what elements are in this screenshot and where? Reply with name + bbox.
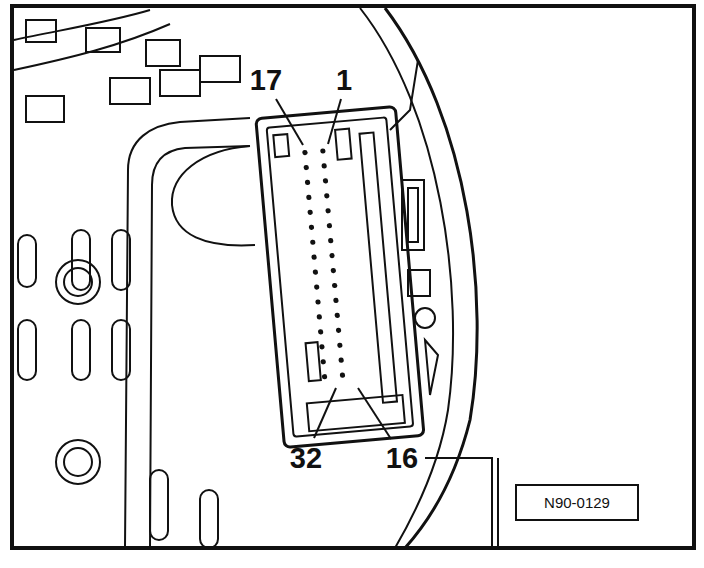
pin <box>320 148 326 154</box>
slot <box>112 320 130 380</box>
recess <box>172 146 255 245</box>
screw-boss <box>64 448 92 476</box>
pin <box>324 193 330 199</box>
coding-key <box>306 342 321 381</box>
pin-hole <box>415 308 435 328</box>
pin <box>331 268 337 274</box>
pin <box>328 238 334 244</box>
ref-bracket <box>497 458 499 548</box>
callout-number: 17 <box>250 66 282 95</box>
pin <box>332 283 338 289</box>
connector-face <box>267 117 414 436</box>
drawing-number: N90-0129 <box>544 495 610 510</box>
drawing-number-box: N90-0129 <box>515 484 639 521</box>
slot <box>150 470 168 540</box>
connector-housing <box>256 107 424 448</box>
tab <box>26 96 64 122</box>
pin <box>320 359 326 365</box>
screw-boss <box>64 268 92 296</box>
tab <box>160 70 200 96</box>
pin <box>336 328 342 334</box>
pin <box>314 284 320 290</box>
edge-line <box>390 60 418 130</box>
pin <box>334 313 340 319</box>
slot <box>18 320 36 380</box>
coding-key <box>335 129 352 160</box>
pin <box>325 208 331 214</box>
slot <box>200 490 218 548</box>
pin <box>316 314 322 320</box>
leader-line <box>314 388 336 438</box>
frame <box>12 6 694 548</box>
pin <box>315 299 321 305</box>
pin <box>329 253 335 259</box>
connector <box>256 107 424 448</box>
tab <box>200 56 240 82</box>
coding-key <box>273 134 289 157</box>
pin <box>305 180 311 186</box>
pin <box>307 210 313 216</box>
leader-line <box>358 388 391 439</box>
slot <box>18 235 36 287</box>
latch-rail <box>360 133 397 403</box>
pin <box>322 374 328 380</box>
pin <box>318 329 324 335</box>
leader-line <box>276 99 303 145</box>
pin <box>303 165 309 171</box>
pin <box>309 224 315 230</box>
slot <box>72 320 90 380</box>
pin <box>338 357 344 363</box>
tab-arrow <box>425 340 438 395</box>
screw-boss <box>56 440 100 484</box>
pin <box>306 195 312 201</box>
screw-boss <box>56 260 100 304</box>
pin <box>310 239 316 245</box>
arc <box>14 24 170 70</box>
pin <box>327 223 333 229</box>
latch <box>408 188 418 242</box>
tab <box>110 78 150 104</box>
slot <box>112 230 130 290</box>
connector-lip <box>307 395 405 431</box>
channel <box>150 146 250 548</box>
pin <box>340 372 346 378</box>
pin <box>302 150 308 156</box>
pin <box>337 342 343 348</box>
pin <box>323 178 329 184</box>
callout-number: 32 <box>290 444 322 473</box>
ref-bracket <box>425 458 492 548</box>
callout-number: 16 <box>386 444 418 473</box>
leader-line <box>328 99 341 144</box>
pin <box>311 254 317 260</box>
arc <box>14 10 150 40</box>
pin <box>319 344 325 350</box>
channel <box>125 118 250 548</box>
housing-outline <box>385 8 477 548</box>
pin <box>313 269 319 275</box>
pin <box>321 163 327 169</box>
callout-number: 1 <box>336 66 352 95</box>
pin <box>333 298 339 304</box>
tab <box>146 40 180 66</box>
tab <box>26 20 56 42</box>
housing-inner-outline <box>360 8 453 548</box>
